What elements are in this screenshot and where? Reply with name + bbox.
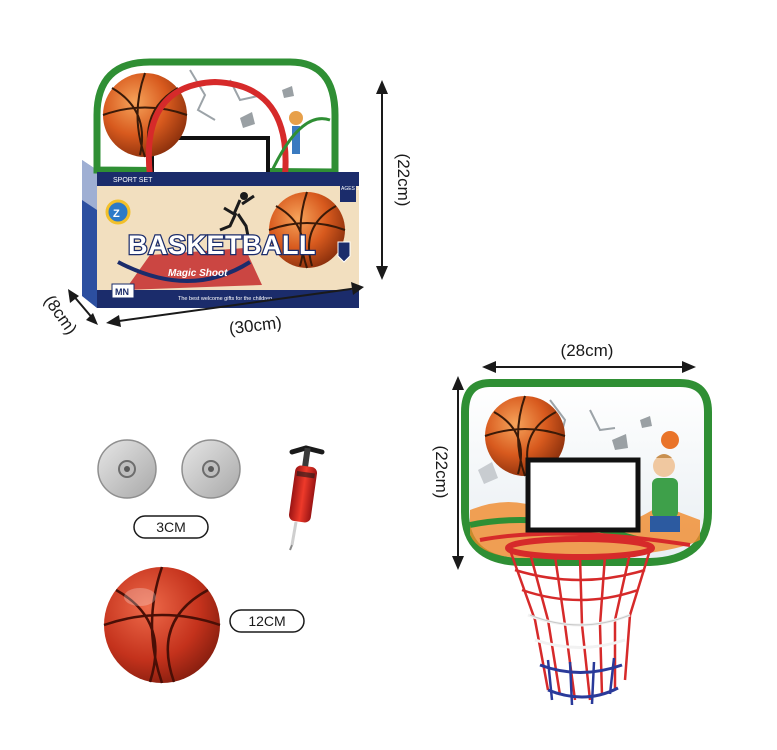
box-sport-set-label: SPORT SET <box>113 177 153 184</box>
child-player-icon <box>650 431 680 532</box>
box-basketball-icon <box>102 72 188 158</box>
board-width-label: (28cm) <box>561 341 614 360</box>
box-brand-title: BASKETBALL <box>128 230 316 260</box>
svg-text:Z: Z <box>113 208 120 220</box>
box-age-label: AGES 3+ <box>341 186 362 192</box>
backboard-product <box>461 379 712 706</box>
suction-cup-right <box>181 439 241 499</box>
ball-size-pill: 12CM <box>229 609 305 633</box>
suction-cup-size-label: 3CM <box>156 519 186 535</box>
box-height-dimension: (22cm) <box>376 80 413 280</box>
box-tagline: The best welcome gifts for the children <box>178 296 272 302</box>
ball-size-label: 12CM <box>248 613 285 629</box>
box-subtitle: Magic Shoot <box>168 268 228 279</box>
box-hoop-arc <box>145 78 289 177</box>
box-front-ball-icon <box>268 191 346 269</box>
box-height-label: (22cm) <box>394 154 413 207</box>
backboard-target-square <box>525 457 641 533</box>
air-pump <box>288 445 325 551</box>
board-width-dimension: (28cm) <box>482 341 696 373</box>
toy-basketball <box>103 566 221 684</box>
suction-cup-size-pill: 3CM <box>133 515 209 539</box>
board-height-dimension: (22cm) <box>432 376 464 570</box>
box-logo-text: MN <box>115 287 129 297</box>
box-width-label: (30cm) <box>228 313 283 338</box>
board-height-label: (22cm) <box>432 446 451 499</box>
suction-cup-left <box>97 439 157 499</box>
player-silhouette-icon <box>219 192 255 237</box>
hoop-net <box>505 536 655 706</box>
backboard-ball-icon <box>484 395 566 477</box>
packaged-box: Z SPORT SET BASKETBALL Magic Shoot The b… <box>82 58 362 308</box>
brand-logo-icon: Z <box>105 199 131 225</box>
